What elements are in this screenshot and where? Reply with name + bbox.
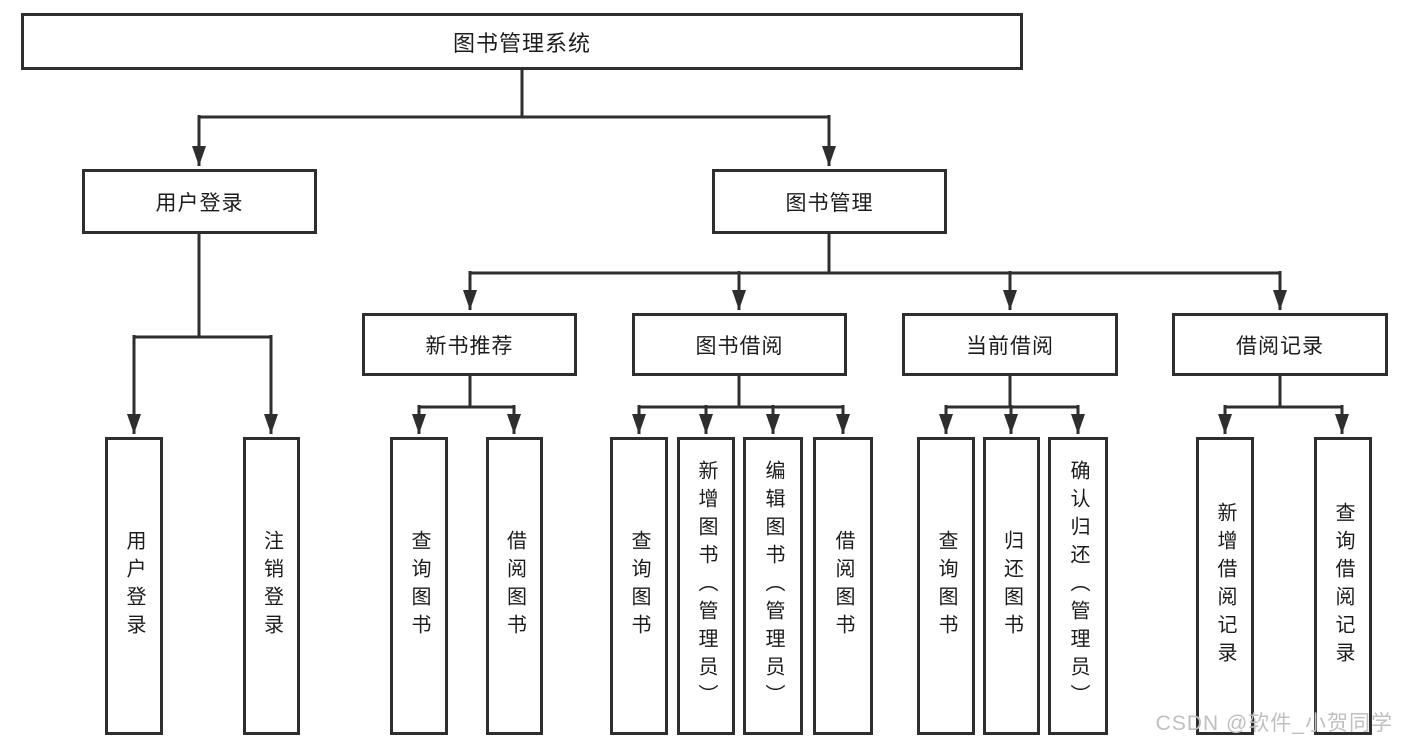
leaf-label: 查询图书 (408, 530, 430, 642)
leaf-bb-add-books-admin: 新增图书（管理员） (677, 437, 735, 735)
node-book-borrowing: 图书借阅 (632, 313, 847, 376)
leaf-label: 新增图书（管理员） (695, 460, 717, 712)
leaf-bb-query-books: 查询图书 (610, 437, 668, 735)
node-book-management: 图书管理 (712, 169, 947, 234)
node-label: 图书借阅 (695, 334, 784, 358)
leaf-br-add-borrow-record: 新增借阅记录 (1196, 437, 1254, 735)
leaf-label: 借阅图书 (832, 530, 854, 642)
node-label: 图书管理系统 (452, 30, 591, 56)
edges-user-login (127, 231, 278, 434)
node-current-borrowing: 当前借阅 (902, 313, 1118, 376)
node-user-login: 用户登录 (82, 169, 317, 234)
node-label: 新书推荐 (425, 334, 514, 358)
leaf-label: 注销登录 (260, 530, 283, 642)
edges-book-borrowing (632, 373, 850, 434)
node-book-management-system: 图书管理系统 (21, 13, 1023, 70)
leaf-label: 借阅图书 (503, 530, 526, 642)
node-label: 图书管理 (785, 191, 874, 215)
edges-root-level (192, 67, 836, 166)
leaf-label: 编辑图书（管理员） (762, 460, 784, 712)
csdn-watermark: CSDN @软件_小贺同学 (1155, 712, 1393, 735)
leaf-label: 新增借阅记录 (1214, 502, 1236, 670)
node-borrowing-records: 借阅记录 (1172, 313, 1388, 376)
leaf-cb-return-books: 归还图书 (983, 437, 1040, 735)
edges-borrowing-records (1218, 373, 1349, 434)
node-label: 用户登录 (155, 191, 244, 215)
leaf-label: 查询借阅记录 (1332, 502, 1354, 670)
leaf-nbr-query-books: 查询图书 (390, 437, 448, 735)
node-label: 借阅记录 (1236, 334, 1324, 358)
leaf-cb-query-books: 查询图书 (917, 437, 975, 735)
leaf-user-login: 用户登录 (105, 437, 163, 735)
leaf-bb-edit-books-admin: 编辑图书（管理员） (743, 437, 803, 735)
edges-new-book-recommend (412, 373, 521, 434)
leaf-label: 用户登录 (123, 530, 145, 642)
leaf-br-query-borrow-record: 查询借阅记录 (1314, 437, 1372, 735)
leaf-label: 归还图书 (1000, 530, 1023, 642)
edges-book-management (463, 231, 1287, 310)
leaf-label: 确认归还（管理员） (1067, 460, 1089, 712)
leaf-logout: 注销登录 (243, 437, 300, 735)
leaf-label: 查询图书 (628, 530, 650, 642)
leaf-nbr-borrow-books: 借阅图书 (486, 437, 543, 735)
node-label: 当前借阅 (966, 334, 1054, 358)
leaf-label: 查询图书 (935, 530, 957, 642)
edges-current-borrowing (939, 373, 1085, 434)
leaf-bb-borrow-books: 借阅图书 (813, 437, 873, 735)
leaf-cb-confirm-return-admin: 确认归还（管理员） (1048, 437, 1108, 735)
node-new-book-recommend: 新书推荐 (362, 313, 577, 376)
